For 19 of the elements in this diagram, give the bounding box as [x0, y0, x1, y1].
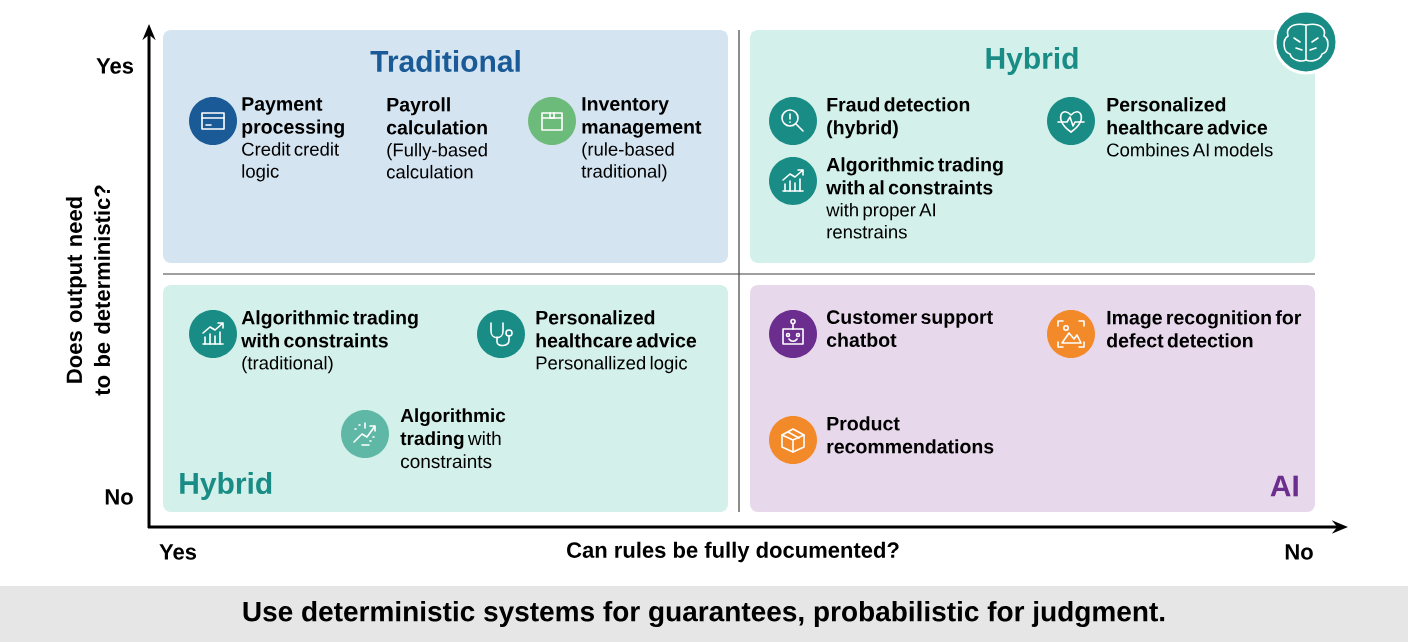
item-text: Personalized healthcare advice Personallized logic	[536, 310, 697, 374]
item-text: Algorithmic trading with al constraints with proper AI renstrains	[826, 157, 1003, 239]
axis-value: No	[105, 489, 133, 505]
item-text: Image recognition for defect detection	[1107, 310, 1302, 348]
item-text: Customer support chatbot	[827, 310, 993, 347]
axis-value: No	[1285, 544, 1313, 560]
axis-value: Yes	[159, 544, 197, 560]
item-text: Product recommendations	[827, 416, 994, 454]
item-text: Algorithmic trading with constraints (traditional)	[241, 310, 418, 374]
caption-band: Use deterministic systems for guarantees, probabilistic for judgment.	[0, 586, 1408, 642]
item-text: Payroll calculation (Fully-based calculation	[387, 97, 487, 179]
axis-title: Does output need to be deterministic?	[65, 185, 111, 396]
item-text: Personalized healthcare advice Combines AI models	[1107, 97, 1273, 157]
item-text: Inventory management (rule-based traditional)	[581, 97, 702, 182]
item-text: Fraud detection (hybrid)	[827, 97, 970, 139]
axis-title: Can rules be fully documented?	[567, 541, 899, 563]
item-text: Payment processing Credit credit logic	[242, 97, 344, 182]
item-text: Algorithmic trading with constraints	[400, 408, 506, 469]
axis-value: Yes	[96, 58, 134, 74]
